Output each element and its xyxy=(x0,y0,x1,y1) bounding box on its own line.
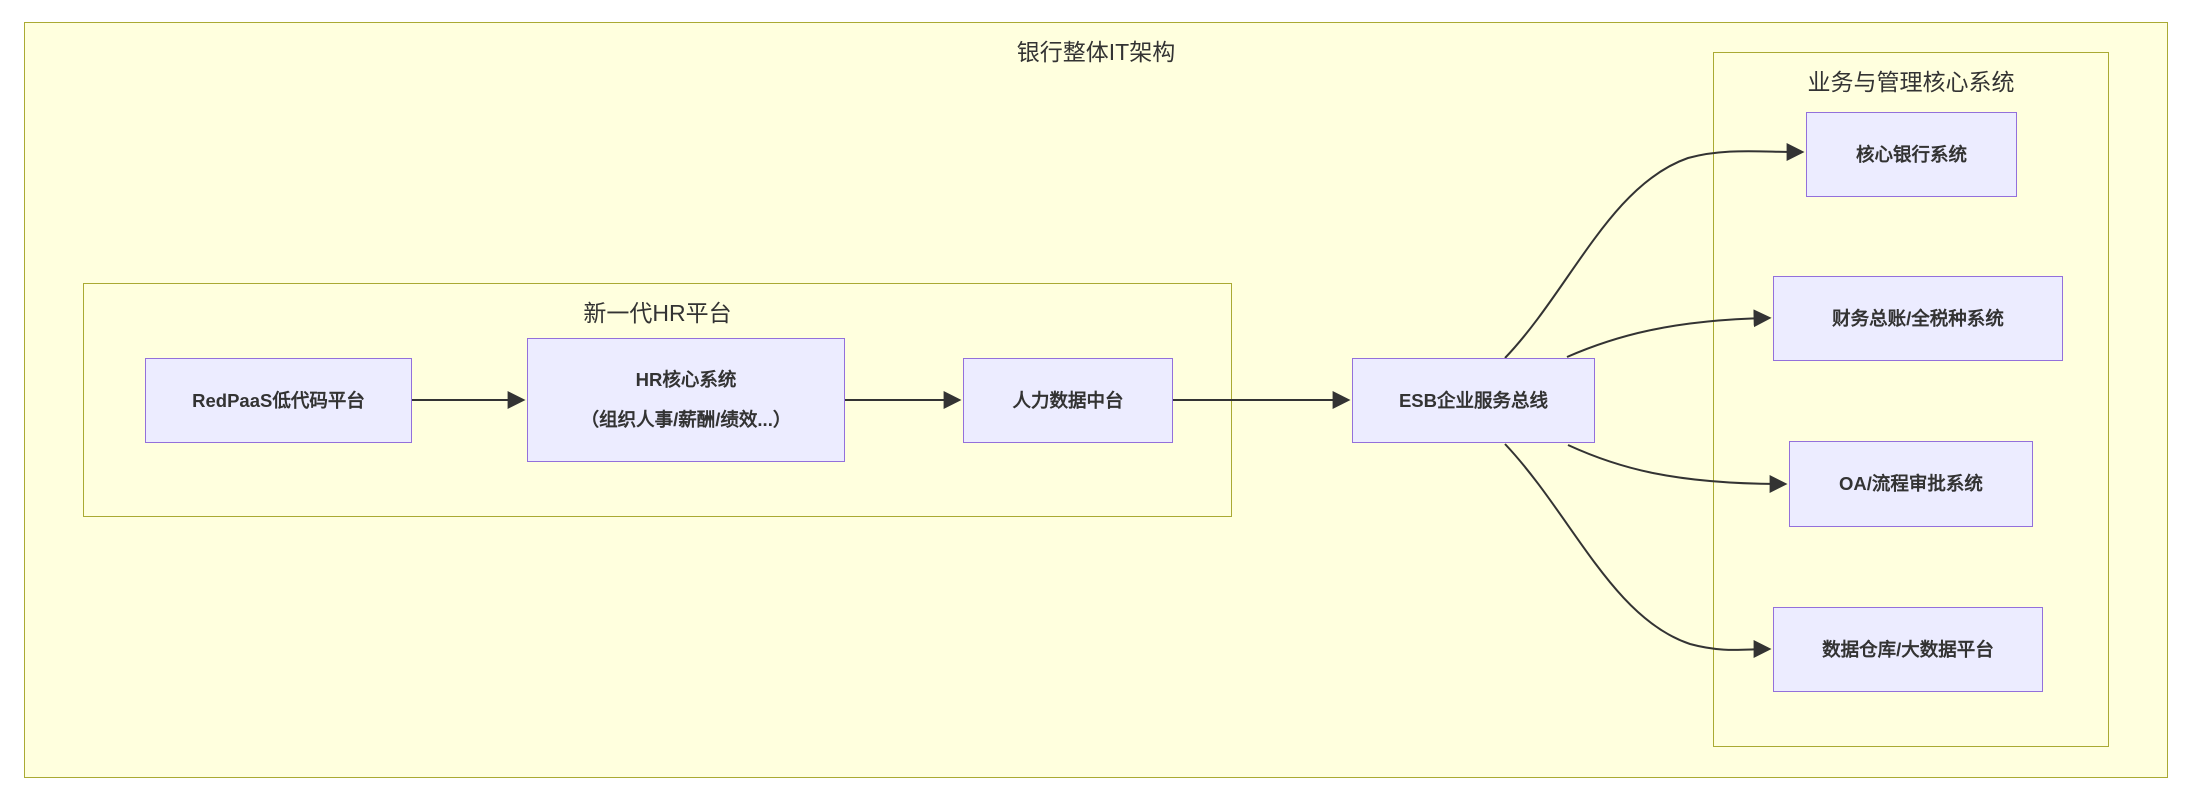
node-hr-data: 人力数据中台 xyxy=(963,358,1173,443)
node-esb-label: ESB企业服务总线 xyxy=(1398,389,1549,411)
node-core-banking-label: 核心银行系统 xyxy=(1855,143,1967,165)
node-oa-label: OA/流程审批系统 xyxy=(1839,473,1983,494)
node-hr-core-label-line2: （组织人事/薪酬/绩效...） xyxy=(580,409,792,430)
node-hr-data-label: 人力数据中台 xyxy=(1012,389,1124,411)
node-dw: 数据仓库/大数据平台 xyxy=(1773,607,2043,692)
node-hr-core: HR核心系统 （组织人事/薪酬/绩效...） xyxy=(527,338,845,462)
node-finance-label: 财务总账/全税种系统 xyxy=(1832,307,2004,329)
node-dw-label: 数据仓库/大数据平台 xyxy=(1822,638,1994,660)
cluster-bank-it-architecture-title: 银行整体IT架构 xyxy=(1016,39,1176,65)
node-oa: OA/流程审批系统 xyxy=(1789,441,2033,527)
node-esb: ESB企业服务总线 xyxy=(1352,358,1595,443)
node-redpaas-label: RedPaaS低代码平台 xyxy=(192,389,365,411)
cluster-hr-platform-title: 新一代HR平台 xyxy=(583,300,732,326)
cluster-core-systems-title: 业务与管理核心系统 xyxy=(1807,69,2015,95)
node-core-banking: 核心银行系统 xyxy=(1806,112,2017,197)
node-hr-core-label-line1: HR核心系统 xyxy=(635,369,737,390)
node-redpaas: RedPaaS低代码平台 xyxy=(145,358,412,443)
node-finance: 财务总账/全税种系统 xyxy=(1773,276,2063,361)
